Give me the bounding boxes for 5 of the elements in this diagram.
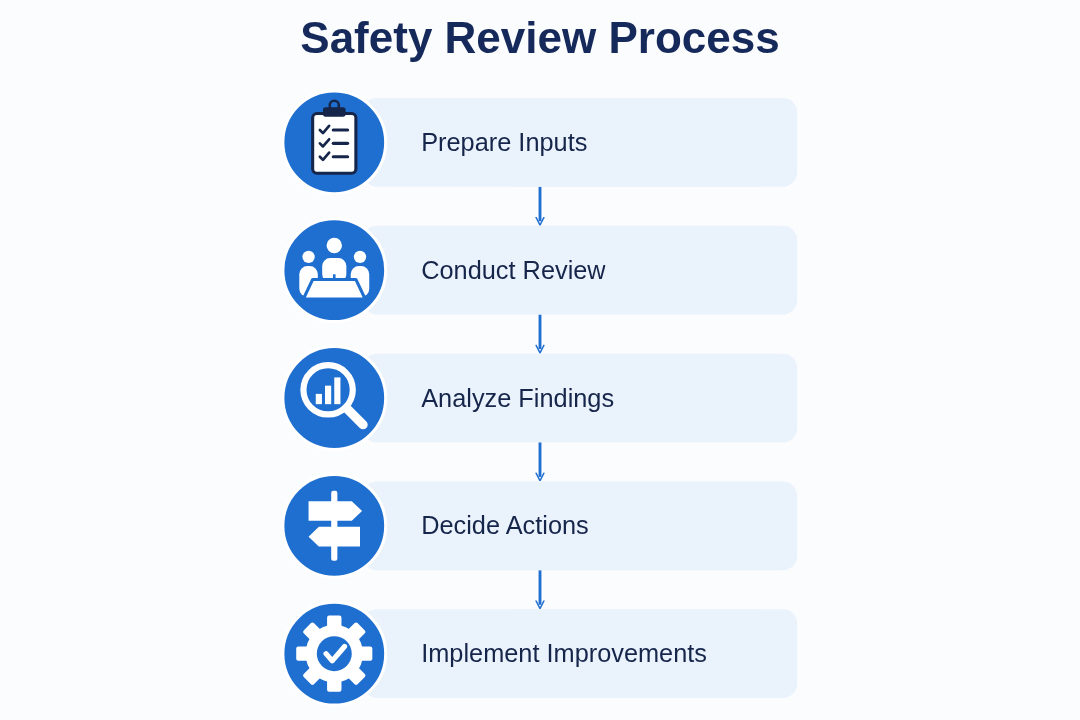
arrow — [535, 570, 545, 610]
arrow — [535, 314, 545, 354]
arrow — [535, 442, 545, 482]
arrow — [535, 186, 545, 226]
diagram-title: Safety Review Process — [299, 12, 781, 64]
